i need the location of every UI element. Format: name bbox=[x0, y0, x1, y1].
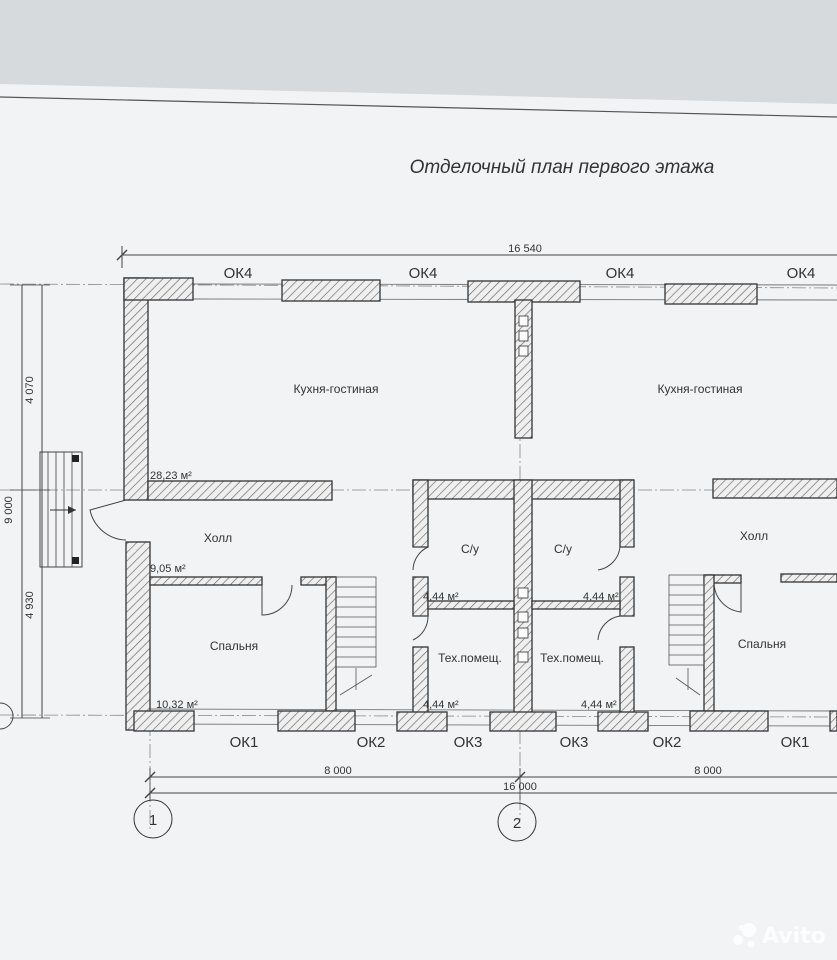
dim-right-half: 8 000 bbox=[694, 765, 722, 777]
svg-text:1: 1 bbox=[149, 812, 157, 829]
wall-top-pier bbox=[467, 280, 581, 303]
wall-left-lower bbox=[125, 541, 151, 731]
room-label-wc-right: С/у bbox=[554, 542, 572, 556]
wall-bedroom-right bbox=[325, 576, 337, 712]
window-mark-bottom: ОК2 bbox=[653, 734, 682, 751]
wall-bottom-pier bbox=[689, 710, 769, 732]
dim-left-half: 8 000 bbox=[324, 765, 352, 777]
sheet-frame-line bbox=[0, 96, 837, 118]
doors bbox=[89, 499, 742, 641]
area-tech-right: 4,44 м² bbox=[581, 699, 617, 711]
area-wc-right: 4,44 м² bbox=[583, 591, 619, 603]
wall-bedroom-top-right bbox=[780, 573, 837, 583]
dim-overall-top: 16 540 bbox=[508, 243, 542, 255]
area-wc-left: 4,44 м² bbox=[423, 591, 459, 603]
axis-marker-1: 1 bbox=[133, 799, 173, 839]
wall-bottom-pier bbox=[489, 711, 557, 732]
entrance-porch bbox=[39, 451, 83, 568]
room-label-wc-left: С/у bbox=[461, 542, 479, 556]
bedroom-door-left bbox=[261, 584, 293, 616]
dim-vertical-lower: 4 930 bbox=[24, 591, 36, 619]
window-mark-top: ОК4 bbox=[606, 265, 635, 282]
bedroom-door-right bbox=[713, 582, 742, 613]
top-dimension: 16 540 bbox=[116, 243, 837, 268]
wall-bottom-pier bbox=[396, 711, 448, 732]
wall-kitchen-hall-left bbox=[147, 480, 333, 501]
wall-wc-tech-right bbox=[531, 600, 621, 610]
plan-title: Отделочный план первого этажа bbox=[410, 157, 715, 178]
vent-ducts bbox=[517, 315, 529, 663]
wall-bottom-pier bbox=[133, 710, 195, 732]
window-mark-bottom: ОК1 bbox=[781, 734, 810, 751]
wall-wc-right-outer bbox=[619, 479, 635, 548]
walls bbox=[123, 277, 837, 732]
area-kitchen: 28,23 м² bbox=[150, 470, 192, 482]
avito-logo-text: Avito bbox=[762, 924, 826, 949]
dim-vertical-upper: 4 070 bbox=[24, 376, 36, 404]
wc-door-left bbox=[412, 546, 429, 571]
avito-watermark: Avito bbox=[733, 923, 826, 949]
tech-door-right bbox=[597, 615, 634, 641]
area-tech-left: 4,44 м² bbox=[423, 699, 459, 711]
window-mark-bottom: ОК3 bbox=[454, 734, 483, 751]
room-label-tech-right: Тех.помещ. bbox=[540, 651, 604, 665]
wall-top-pier bbox=[123, 277, 194, 301]
window-mark-top: ОК4 bbox=[787, 265, 816, 282]
wall-bottom-pier bbox=[277, 710, 356, 732]
stairs-right bbox=[668, 574, 705, 696]
wall-bedroom-top-left bbox=[149, 576, 263, 586]
room-label-hall-left: Холл bbox=[204, 531, 232, 545]
wall-kitchen-hall-right bbox=[712, 478, 837, 499]
wall-bottom-pier bbox=[597, 711, 649, 732]
wall-tech-right-outer bbox=[619, 646, 635, 714]
wall-bottom-pier bbox=[829, 710, 837, 732]
tech-door-left bbox=[412, 615, 429, 641]
wall-bedroom-left bbox=[703, 574, 715, 712]
room-label-hall-right: Холл bbox=[740, 529, 768, 543]
room-label-kitchen-right: Кухня-гостиная bbox=[658, 382, 743, 396]
wall-left-upper bbox=[123, 277, 149, 501]
window-mark-bottom: ОК2 bbox=[357, 734, 386, 751]
window-mark-bottom: ОК3 bbox=[560, 734, 589, 751]
room-label-kitchen-left: Кухня-гостиная bbox=[294, 382, 379, 396]
wall-top-pier bbox=[664, 283, 758, 305]
entrance-door bbox=[89, 499, 127, 541]
dim-vertical-total: 9 000 bbox=[3, 496, 15, 524]
wall-wc-left-outer bbox=[412, 479, 429, 548]
room-label-bedroom-right: Спальня bbox=[738, 637, 786, 651]
dim-overall-bottom: 16 000 bbox=[503, 781, 537, 793]
window-mark-bottom: ОК1 bbox=[230, 734, 259, 751]
wc-door-right bbox=[597, 546, 634, 571]
area-bedroom: 10,32 м² bbox=[156, 699, 198, 711]
wall-top-pier bbox=[281, 279, 381, 302]
wall-wc-tech-left bbox=[427, 600, 515, 610]
area-hall: 9,05 м² bbox=[150, 563, 186, 575]
room-label-tech-left: Тех.помещ. bbox=[438, 651, 502, 665]
wall-wc-right-outer bbox=[619, 576, 635, 617]
window-mark-top: ОК4 bbox=[409, 265, 438, 282]
axis-marker-2: 2 bbox=[497, 802, 537, 842]
stairs-left bbox=[335, 576, 377, 696]
window-mark-top: ОК4 bbox=[224, 265, 253, 282]
room-label-bedroom-left: Спальня bbox=[210, 639, 258, 653]
left-dimension: 9 000 4 070 4 930 bbox=[0, 284, 50, 730]
svg-text:2: 2 bbox=[513, 815, 521, 832]
bottom-dimensions: 8 000 8 000 16 000 bbox=[144, 765, 837, 800]
